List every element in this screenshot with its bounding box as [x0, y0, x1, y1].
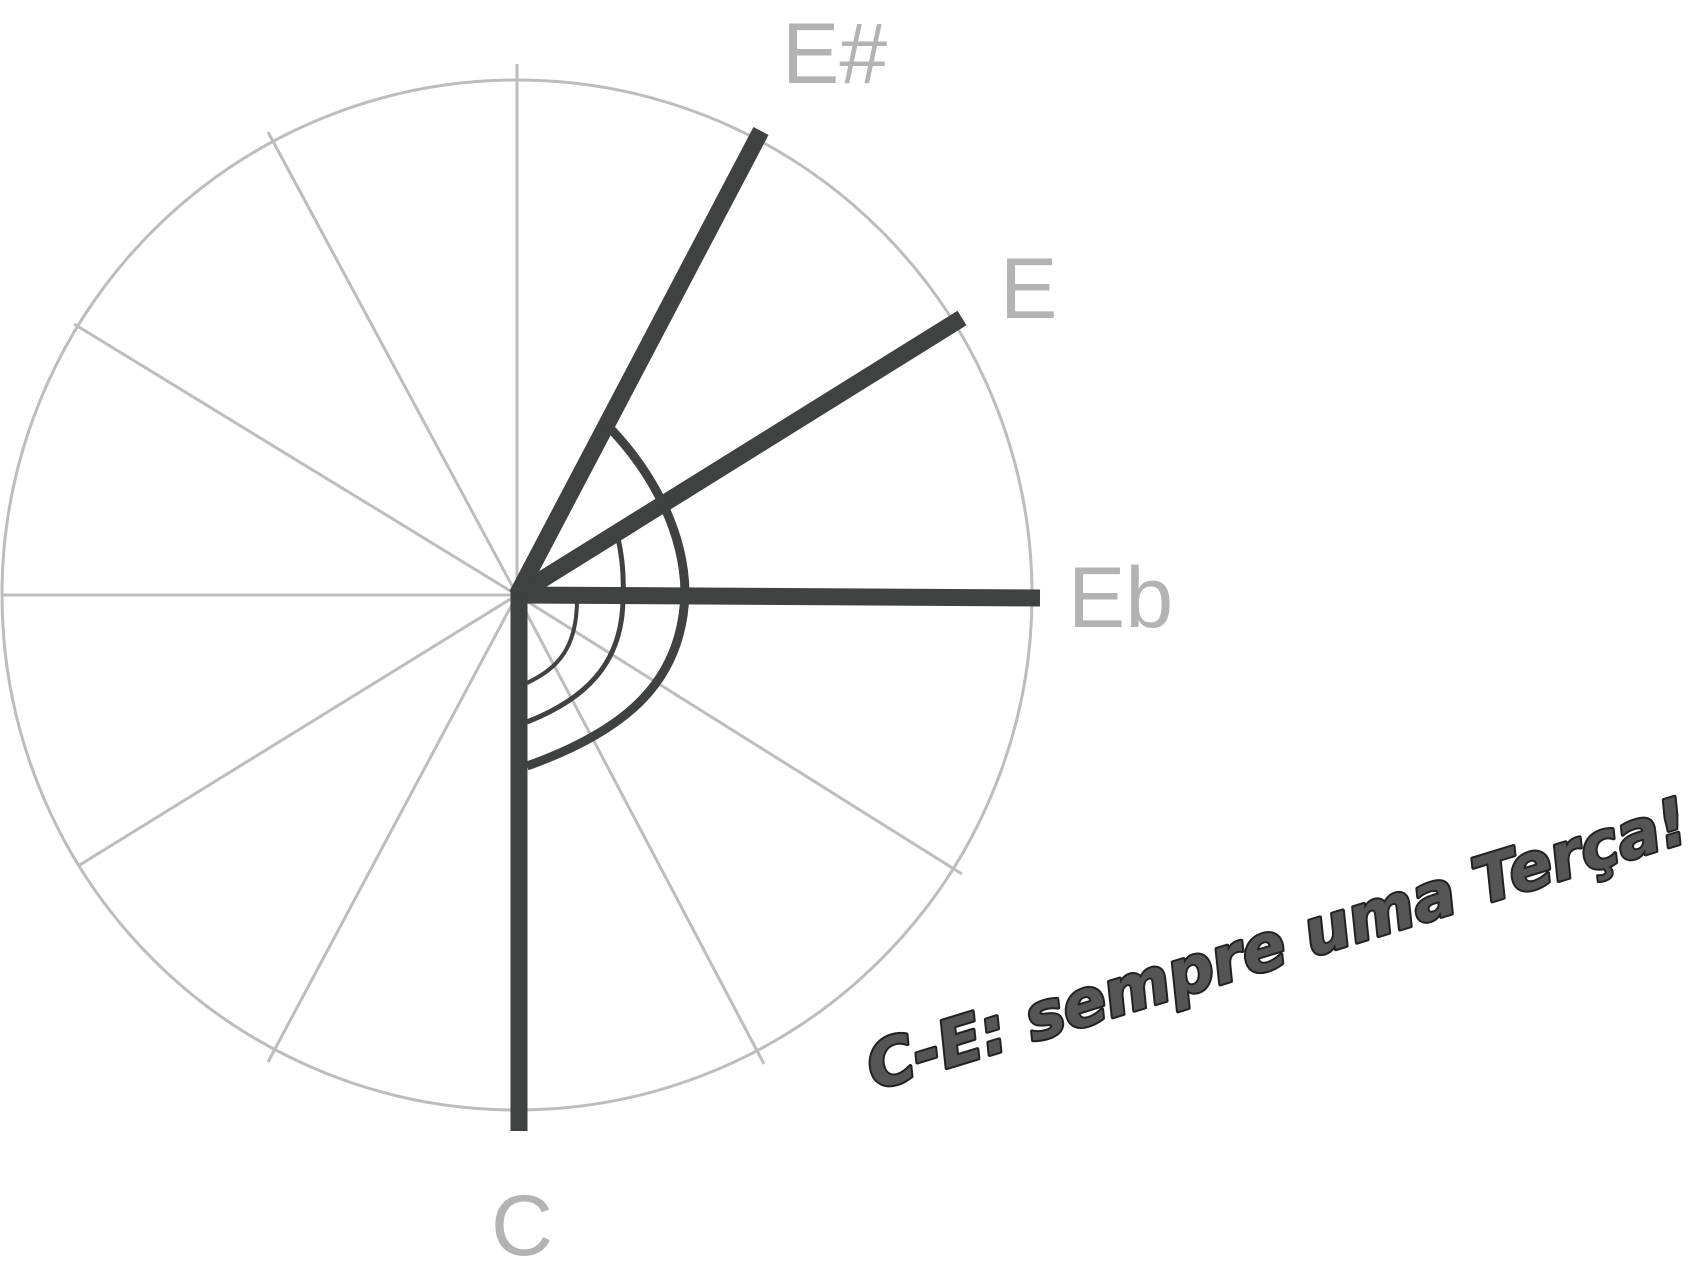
spoke-6: [515, 594, 766, 1065]
note-label-c: C: [491, 1178, 553, 1274]
ray-esharp: [509, 127, 769, 599]
spoke-12: [266, 131, 519, 596]
interval-rays: [509, 127, 1041, 1131]
spoke-5: [516, 593, 963, 876]
caption: C-E: sempre uma Terça! C-E: sempre uma T…: [852, 779, 1703, 1112]
interval-arcs: [525, 421, 690, 771]
spoke-8: [266, 594, 519, 1063]
spoke-11: [73, 322, 518, 597]
note-label-eb: Eb: [1068, 550, 1173, 646]
spoke-9: [77, 593, 518, 868]
note-label-e: E: [1000, 241, 1057, 337]
note-label-esharp: E#: [782, 6, 887, 102]
arc-augmented-third: [525, 421, 690, 771]
arc-major-third: [526, 537, 626, 725]
ray-e: [512, 310, 967, 603]
ray-eb: [516, 586, 1041, 607]
caption-text: C-E: sempre uma Terça!: [858, 785, 1697, 1106]
arc-minor-third: [526, 594, 580, 685]
